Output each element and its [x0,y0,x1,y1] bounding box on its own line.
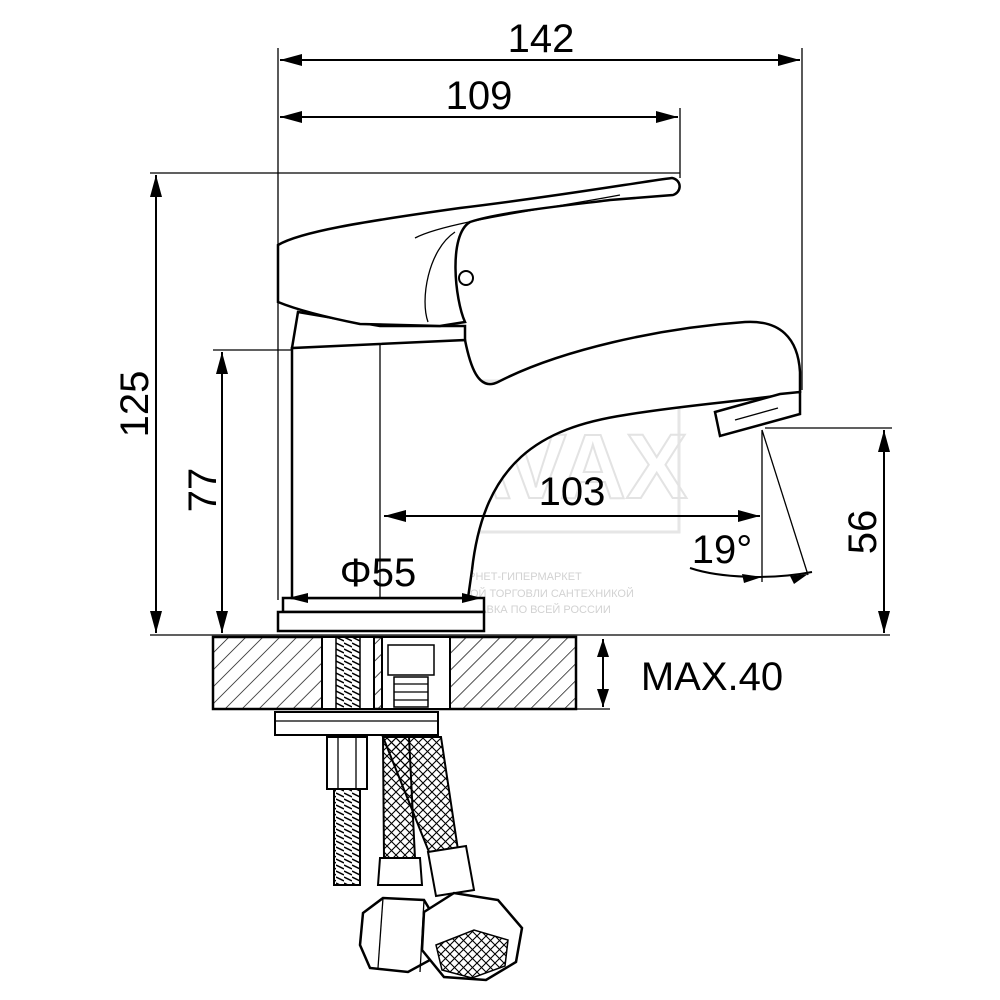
watermark-line-3: ДОСТАВКА ПО ВСЕЙ РОССИИ [449,603,611,616]
dim-base-diameter: Φ55 [340,551,416,595]
dim-overall-width: 142 [508,17,575,61]
dim-max-deck-thickness: MAX.40 [641,655,783,699]
dimension-lines [150,48,892,710]
dim-spout-angle: 19° [692,528,753,572]
flexible-hoses [358,736,524,982]
watermark-line-1: ИНТЕРНЕТ-ГИПЕРМАРКЕТ [438,571,582,583]
dim-handle-width: 109 [446,74,513,118]
dim-body-height: 77 [181,468,225,513]
dimension-labels: 142 109 125 77 103 19° 56 Φ55 MAX.40 [113,17,885,699]
countertop-section [211,635,578,711]
dim-spout-height: 56 [841,510,885,555]
dim-spout-reach: 103 [539,470,606,514]
faucet-handle [276,176,681,350]
dim-overall-height: 125 [113,371,157,438]
mounting-hardware [274,711,439,886]
faucet-body [276,320,802,633]
